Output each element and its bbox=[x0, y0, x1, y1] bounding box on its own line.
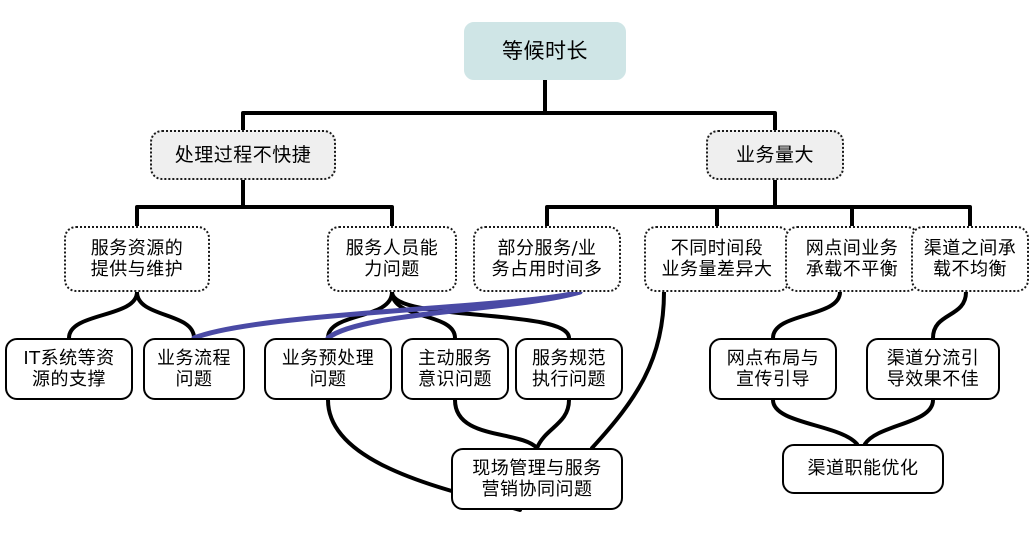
edge-layout-to-chanfunc bbox=[771, 398, 859, 446]
edge-active-to-onsite bbox=[453, 398, 539, 450]
edge-process-to-subs bbox=[135, 178, 394, 228]
node-leaf-active-service[interactable]: 主动服务 意识问题 bbox=[401, 338, 509, 400]
node-leaf-business-flow[interactable]: 业务流程 问题 bbox=[143, 338, 245, 400]
edge-volume-to-subs bbox=[545, 178, 972, 228]
node-sub-branch-imbalance[interactable]: 网点间业务 承载不平衡 bbox=[785, 226, 919, 292]
node-category-process[interactable]: 处理过程不快捷 bbox=[150, 130, 336, 180]
edge-channel-to-divert bbox=[931, 290, 968, 340]
edge-staff-to-standard bbox=[390, 290, 571, 340]
node-sub-service-resource[interactable]: 服务资源的 提供与维护 bbox=[64, 226, 210, 292]
edge-timeuse-to-pre bbox=[325, 289, 583, 341]
node-sub-channel-imbalance[interactable]: 渠道之间承 载不均衡 bbox=[911, 226, 1029, 292]
edge-branch-to-layout bbox=[771, 290, 842, 340]
node-leaf-it-support[interactable]: IT系统等资 源的支撑 bbox=[5, 338, 133, 400]
edge-resource-to-it bbox=[67, 290, 139, 340]
node-leaf-onsite-management[interactable]: 现场管理与服务 营销协同问题 bbox=[451, 448, 623, 510]
node-root[interactable]: 等候时长 bbox=[464, 22, 626, 80]
node-sub-time-consuming[interactable]: 部分服务/业 务占用时间多 bbox=[473, 226, 621, 292]
edge-divert-to-chanfunc bbox=[863, 398, 935, 446]
node-sub-staff-capability[interactable]: 服务人员能 力问题 bbox=[327, 226, 457, 292]
edge-staff-to-pre bbox=[326, 290, 394, 340]
edge-timeuse-to-flow bbox=[191, 289, 583, 341]
node-leaf-pre-processing[interactable]: 业务预处理 问题 bbox=[264, 338, 392, 400]
node-leaf-branch-layout[interactable]: 网点布局与 宣传引导 bbox=[709, 338, 837, 400]
node-leaf-channel-diversion[interactable]: 渠道分流引 导效果不佳 bbox=[866, 338, 1000, 400]
edge-root-to-categories bbox=[241, 78, 777, 132]
node-leaf-channel-function[interactable]: 渠道职能优化 bbox=[782, 444, 944, 494]
edge-staff-to-active bbox=[390, 290, 457, 340]
node-sub-timeslot-variance[interactable]: 不同时间段 业务量差异大 bbox=[644, 226, 790, 292]
edge-standard-to-onsite bbox=[535, 398, 571, 450]
node-category-volume[interactable]: 业务量大 bbox=[706, 130, 844, 180]
edge-resource-to-flow bbox=[135, 290, 196, 340]
node-leaf-service-standard[interactable]: 服务规范 执行问题 bbox=[515, 338, 623, 400]
